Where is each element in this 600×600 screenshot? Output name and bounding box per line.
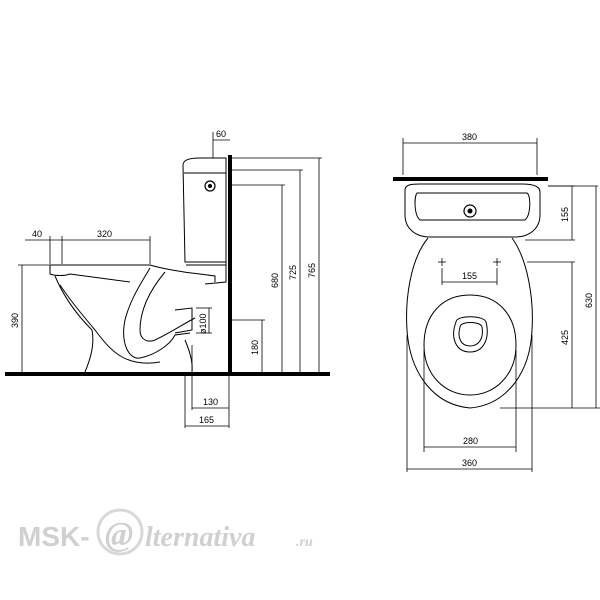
- top-dim-bowl-length: 425: [560, 330, 570, 345]
- top-dim-tank-depth: 155: [560, 207, 570, 222]
- dim-tank-fixing-height: 680: [270, 273, 280, 288]
- top-dim-bowl-inner-width: 280: [463, 436, 478, 446]
- cistern-outline: [182, 157, 227, 263]
- bowl-outer: [54, 275, 94, 373]
- watermark-domain: .ru: [296, 535, 313, 550]
- top-bowl-inner: [423, 294, 517, 396]
- dim-outlet-depth: 130: [203, 397, 218, 407]
- dim-bowl-length: 320: [97, 229, 112, 239]
- top-dim-total-length: 630: [584, 293, 594, 308]
- top-bowl-outer: [406, 237, 533, 409]
- dim-outlet-height: 180: [250, 340, 260, 355]
- watermark-logo: MSK- @ lternativa .ru: [18, 508, 313, 556]
- watermark-brand-right: lternativa: [145, 522, 255, 553]
- dim-rim-offset: 40: [32, 229, 42, 239]
- outlet-pipe: [174, 307, 193, 334]
- top-dim-bowl-width: 360: [462, 458, 477, 468]
- top-cistern-outline: [404, 183, 541, 238]
- dim-outlet-diameter: ø100: [198, 313, 208, 334]
- top-view: 380 155 155 425 630 280 360: [393, 132, 600, 472]
- watermark-at-symbol: @: [105, 516, 133, 553]
- dim-bowl-height: 390: [10, 313, 20, 328]
- top-wall-line: [393, 177, 548, 181]
- side-view: 60 40 320 390 ø100 180 130 165: [5, 129, 330, 428]
- fixing-hole-right-icon: [493, 258, 501, 266]
- fixing-hole-left-icon: [438, 258, 446, 266]
- top-dim-fixing-holes: 155: [462, 271, 477, 281]
- dim-base-depth: 165: [199, 415, 214, 425]
- floor-line: [5, 372, 330, 376]
- bowl-rim: [50, 264, 216, 282]
- wall-line: [228, 155, 232, 374]
- top-dim-tank-width: 380: [462, 132, 477, 142]
- watermark-brand-left: MSK-: [18, 521, 90, 552]
- dim-tank-lid-height: 725: [288, 265, 298, 280]
- watermark-at-ring: [96, 508, 144, 556]
- top-drain-outline: [453, 316, 488, 353]
- bowl-trap: [123, 267, 191, 359]
- dim-tank-thickness: 60: [216, 129, 226, 139]
- dim-total-height: 765: [307, 263, 317, 278]
